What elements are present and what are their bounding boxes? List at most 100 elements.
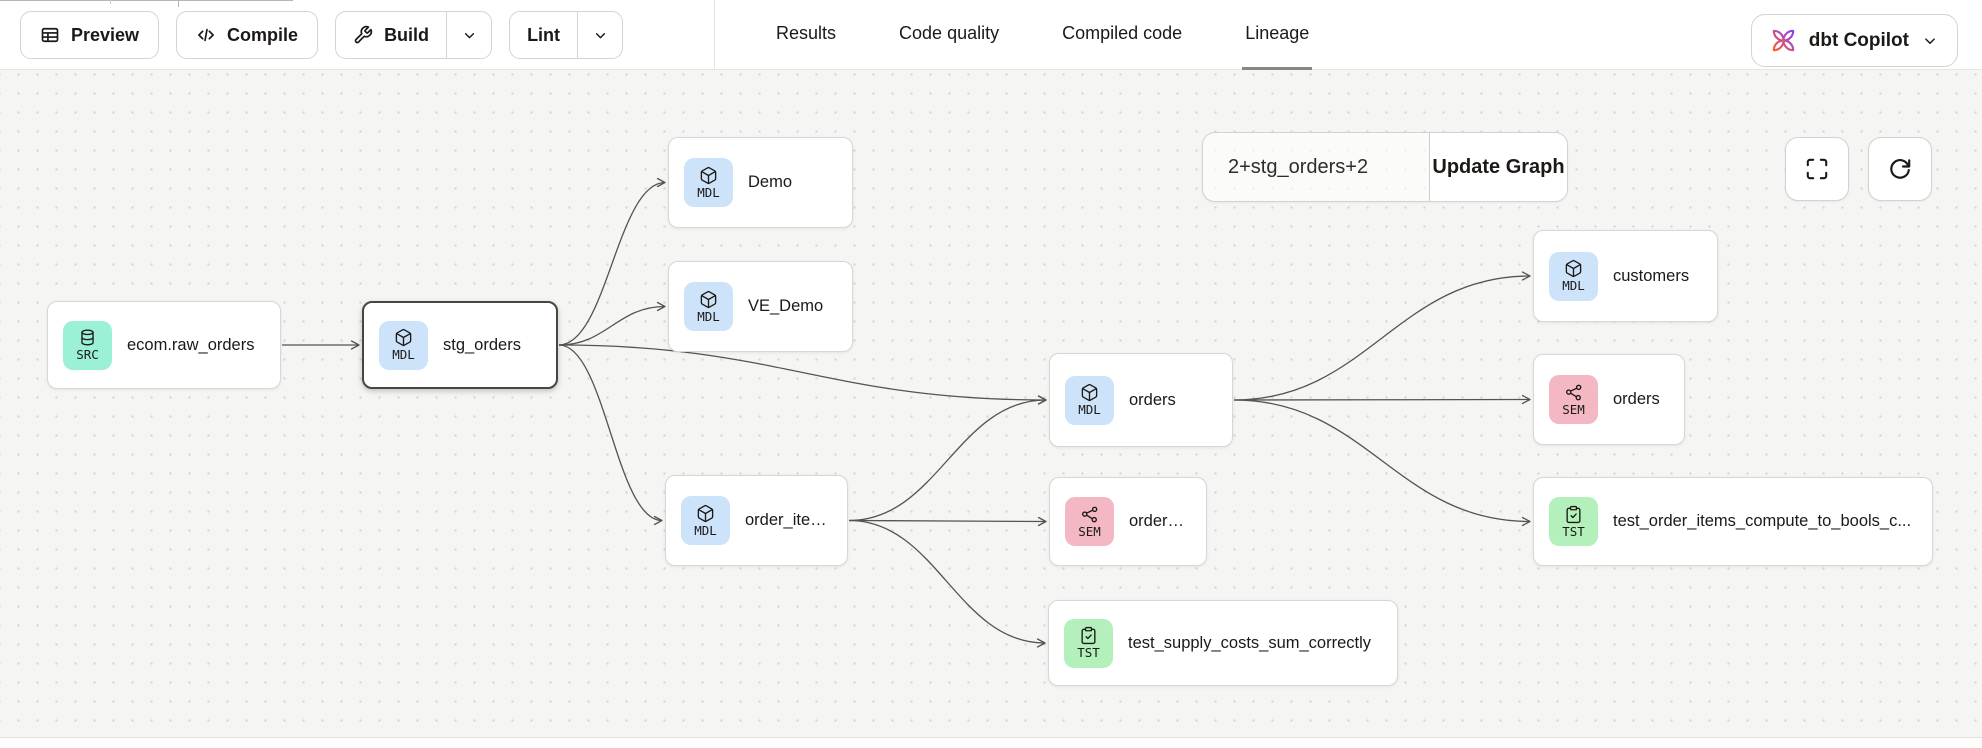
node-label: orders — [1129, 390, 1176, 409]
lineage-node-ve_demo[interactable]: MDL VE_Demo — [668, 261, 853, 352]
node-label: VE_Demo — [748, 297, 824, 315]
node-type-badge: MDL — [684, 282, 733, 331]
lineage-node-customers[interactable]: MDL customers — [1533, 230, 1718, 322]
node-type-label: SEM — [1562, 401, 1585, 417]
lint-dropdown-button[interactable] — [577, 12, 622, 58]
semantic-graph-icon — [1080, 505, 1099, 524]
edge-orders_model-to-customers — [1233, 271, 1531, 401]
lineage-node-demo[interactable]: MDL Demo — [668, 137, 853, 228]
lineage-selector-input[interactable] — [1203, 133, 1429, 201]
edge-order_items-to-test_supply_costs — [848, 519, 1046, 648]
node-type-badge: MDL — [1549, 251, 1598, 301]
node-label: order_item — [1129, 512, 1206, 530]
lineage-canvas[interactable]: Update Graph SRC ecom.raw_orders MDL stg… — [0, 70, 1982, 738]
tab-code-quality[interactable]: Code quality — [896, 0, 1002, 70]
refresh-icon — [1887, 156, 1913, 182]
lineage-node-order_item_sem[interactable]: SEM order_item — [1049, 477, 1207, 566]
dbt-copilot-label: dbt Copilot — [1808, 29, 1909, 51]
tab-compiled-code[interactable]: Compiled code — [1059, 0, 1185, 70]
node-type-badge: SRC — [63, 320, 112, 370]
node-label: stg_orders — [443, 335, 521, 354]
node-type-badge: SEM — [1549, 375, 1598, 424]
cube-icon — [696, 504, 715, 523]
database-icon — [78, 328, 97, 347]
compile-button[interactable]: Compile — [176, 11, 319, 59]
cube-icon — [699, 166, 718, 185]
header-bar: Preview Compile Build Lint Results Code q… — [0, 0, 1982, 70]
fullscreen-icon — [1804, 156, 1830, 182]
node-type-label: MDL — [697, 184, 720, 200]
cube-icon — [1564, 259, 1583, 278]
node-label: customers — [1613, 266, 1690, 285]
preview-button-label: Preview — [71, 24, 140, 45]
tab-lineage[interactable]: Lineage — [1242, 0, 1313, 70]
top-edge-tick-2 — [110, 0, 111, 4]
edge-order_items-to-orders_model — [848, 395, 1047, 522]
node-label: test_supply_costs_sum_correctly — [1128, 633, 1372, 652]
edge-stg_orders-to-demo — [558, 177, 666, 346]
wrench-icon — [353, 25, 373, 45]
lineage-node-order_items[interactable]: MDL order_items — [665, 475, 848, 566]
lineage-node-orders_model[interactable]: MDL orders — [1049, 353, 1233, 447]
node-type-badge: SEM — [1065, 497, 1114, 546]
build-button-label: Build — [384, 24, 430, 45]
lint-button[interactable]: Lint — [510, 12, 577, 58]
node-type-label: SEM — [1078, 523, 1101, 539]
fullscreen-button[interactable] — [1785, 137, 1849, 201]
cube-icon — [699, 290, 718, 309]
build-split-button: Build — [335, 11, 493, 59]
lineage-selector: Update Graph — [1202, 132, 1568, 202]
lineage-node-test_supply_costs[interactable]: TST test_supply_costs_sum_correctly — [1048, 600, 1398, 686]
node-type-label: MDL — [392, 347, 415, 363]
top-edge-artifact — [0, 0, 293, 1]
code-icon — [196, 25, 216, 45]
tab-label: Results — [776, 23, 837, 43]
dbt-copilot-button[interactable]: dbt Copilot — [1750, 14, 1958, 67]
node-label: orders — [1613, 390, 1660, 408]
edge-orders_model-to-test_order_items — [1233, 399, 1531, 527]
node-type-label: MDL — [1562, 278, 1585, 294]
update-graph-button[interactable]: Update Graph — [1429, 133, 1567, 201]
lineage-node-orders_sem[interactable]: SEM orders — [1533, 354, 1685, 445]
chevron-down-icon — [592, 27, 609, 44]
chevron-down-icon — [1921, 32, 1939, 50]
bottom-strip — [0, 738, 1982, 747]
node-type-label: MDL — [697, 308, 720, 324]
tab-results[interactable]: Results — [773, 0, 839, 70]
clipboard-check-icon — [1079, 626, 1098, 645]
build-dropdown-button[interactable] — [446, 12, 491, 58]
lineage-node-ecom_raw_orders[interactable]: SRC ecom.raw_orders — [47, 301, 281, 389]
clipboard-check-icon — [1564, 505, 1583, 524]
node-label: order_items — [745, 511, 833, 529]
compile-button-label: Compile — [227, 24, 299, 45]
top-edge-tick — [178, 0, 179, 7]
node-type-label: MDL — [1078, 402, 1101, 418]
lint-button-label: Lint — [527, 24, 561, 45]
node-label: Demo — [748, 173, 793, 191]
tab-bar: Results Code quality Compiled code Lineage — [773, 0, 1313, 70]
node-type-badge: MDL — [681, 496, 730, 545]
header-divider — [714, 0, 715, 70]
semantic-graph-icon — [1564, 383, 1583, 402]
dbt-copilot-icon — [1770, 27, 1797, 54]
node-type-label: TST — [1562, 523, 1585, 539]
refresh-button[interactable] — [1868, 137, 1932, 201]
edge-orders_model-to-orders_sem — [1233, 394, 1531, 405]
tab-label: Code quality — [899, 23, 1000, 43]
cube-icon — [1080, 383, 1099, 402]
chevron-down-icon — [461, 27, 478, 44]
tab-label: Lineage — [1245, 23, 1310, 43]
table-icon — [40, 25, 60, 45]
node-type-label: SRC — [76, 347, 99, 363]
edge-stg_orders-to-ve_demo — [558, 301, 666, 346]
build-button[interactable]: Build — [336, 12, 446, 58]
lineage-node-stg_orders[interactable]: MDL stg_orders — [362, 301, 558, 389]
node-label: ecom.raw_orders — [127, 335, 255, 354]
node-type-badge: MDL — [684, 158, 733, 207]
edge-order_items-to-order_item_sem — [848, 516, 1047, 527]
toolbar: Preview Compile Build Lint — [20, 11, 624, 59]
preview-button[interactable]: Preview — [20, 11, 160, 59]
edge-stg_orders-to-orders_model — [558, 344, 1047, 405]
lint-split-button: Lint — [509, 11, 624, 59]
lineage-node-test_order_items[interactable]: TST test_order_items_compute_to_bools_c.… — [1533, 477, 1933, 566]
